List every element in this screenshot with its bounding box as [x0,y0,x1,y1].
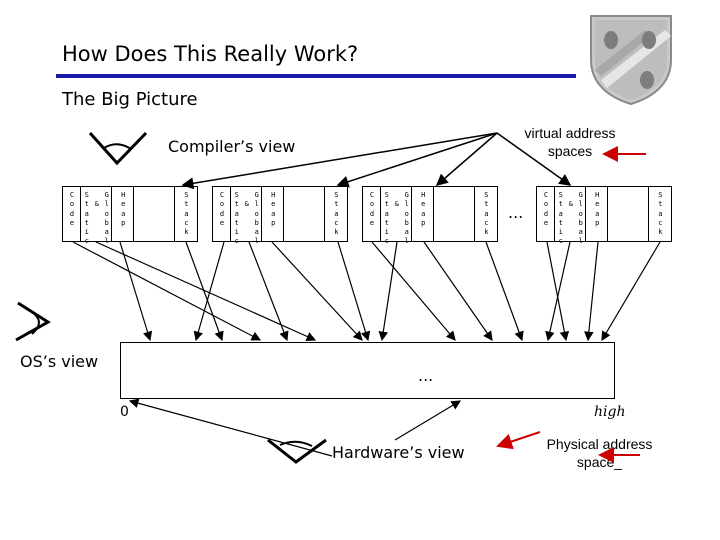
title-rule [56,74,576,78]
stack-segment: S t a c k [475,187,497,241]
global-label: G l o b a l [404,191,409,246]
compiler-eye-icon [88,131,148,166]
red-arrow-icon [496,146,646,463]
more-memory-ellipsis: ... [418,366,434,385]
global-label: G l o b a l [104,191,109,246]
stack-segment: S t a c k [649,187,671,241]
heap-segment-label: H e a p [271,191,276,227]
code-segment: C o d e [537,187,555,241]
virtual-address-space-4: C o d e S t a t i c&G l o b a l H e a p S t… [536,186,672,245]
ampersand-label: & [394,200,399,208]
free-gap [284,187,326,241]
stack-segment-label: S t a c k [184,191,189,237]
stack-segment-label: S t a c k [658,191,663,237]
stack-segment-label: S t a c k [484,191,489,237]
virtual-address-space-3: C o d e S t a t i c&G l o b a l H e a p S t… [362,186,498,245]
heap-segment: H e a p [586,187,608,241]
heap-segment-label: H e a p [121,191,126,227]
high-address-label: high [594,404,626,420]
virtual-address-space-2: C o d e S t a t i c&G l o b a l H e a p S t… [212,186,348,245]
free-gap [134,187,176,241]
mapping-arrows [72,241,661,342]
slide-title: How Does This Really Work? [62,42,359,66]
virtual-address-spaces-label: virtual address spaces [524,125,616,159]
static-label: S t a t i c [84,191,89,246]
static-label: S t a t i c [384,191,389,246]
code-segment: C o d e [363,187,381,241]
compiler-view-label: Compiler’s view [168,137,296,156]
global-label: G l o b a l [578,191,583,246]
code-segment-label: C o d e [369,191,375,227]
hardware-eye-icon [267,438,327,464]
code-segment-label: C o d e [219,191,225,227]
virtual-address-space-1: C o d e S t a t i c&G l o b a l H e a p S t… [62,186,198,245]
heap-segment: H e a p [262,187,284,241]
compiler-arrows [181,132,572,190]
stack-segment: S t a c k [325,187,347,241]
more-spaces-ellipsis: ... [508,203,524,222]
heap-segment: H e a p [412,187,434,241]
free-gap [608,187,650,241]
crest-seal-icon [590,15,672,106]
stack-segment: S t a c k [175,187,197,241]
code-segment-label: C o d e [543,191,549,227]
slide-subtitle: The Big Picture [62,89,198,110]
static-label: S t a t i c [234,191,239,246]
static-label: S t a t i c [558,191,563,246]
heap-segment: H e a p [112,187,134,241]
ampersand-label: & [244,200,249,208]
static-global-segment: S t a t i c&G l o b a l [231,187,263,245]
hardware-arrows [128,398,462,457]
global-label: G l o b a l [254,191,259,246]
code-segment: C o d e [63,187,81,241]
ampersand-label: & [568,200,573,208]
heap-segment-label: H e a p [421,191,426,227]
code-segment: C o d e [213,187,231,241]
static-global-segment: S t a t i c&G l o b a l [555,187,587,245]
stack-segment-label: S t a c k [334,191,339,237]
code-segment-label: C o d e [69,191,75,227]
free-gap [434,187,476,241]
physical-memory-box [120,342,615,399]
ampersand-label: & [94,200,99,208]
os-eye-icon [15,301,51,342]
static-global-segment: S t a t i c&G l o b a l [381,187,413,245]
os-view-label: OS’s view [20,352,99,371]
hardware-view-label: Hardware’s view [332,443,465,462]
static-global-segment: S t a t i c&G l o b a l [81,187,113,245]
low-address-label: 0 [120,404,129,420]
heap-segment-label: H e a p [595,191,600,227]
